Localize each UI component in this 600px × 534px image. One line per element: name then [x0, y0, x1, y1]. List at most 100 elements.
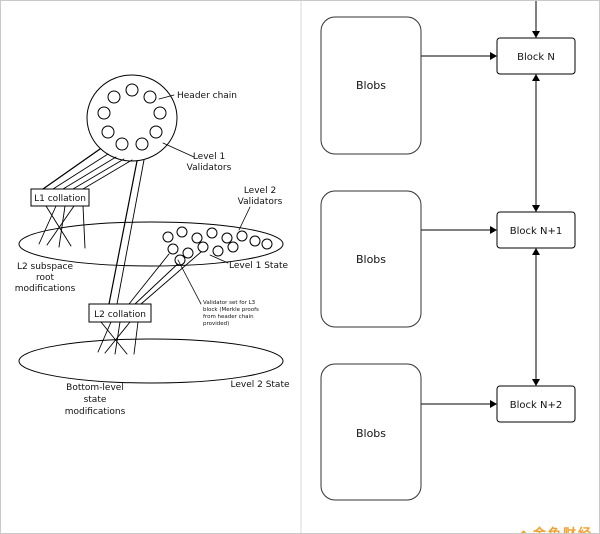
validator-node [212, 245, 224, 257]
arrowhead-right [490, 400, 497, 408]
hatch-line [97, 321, 112, 353]
validator-node [197, 241, 209, 253]
validator-node [125, 83, 139, 97]
l1-collation-box [30, 188, 90, 207]
validator-node [249, 235, 261, 247]
pointer-line [158, 94, 175, 100]
block-n-box [496, 37, 576, 75]
connector-line [62, 156, 117, 190]
validator-node [107, 90, 121, 104]
blob-box-3 [320, 363, 422, 501]
label-pointers [158, 94, 251, 305]
blob-label-1: Blobs [356, 79, 386, 92]
arrowhead-right [490, 226, 497, 234]
blob-to-block-arrows [421, 55, 490, 405]
blob-arrowheads [490, 52, 497, 408]
blob-box-1 [320, 16, 422, 155]
validator-node [227, 241, 239, 253]
validator-note-line2: block (Merkle proofs [203, 307, 259, 313]
hatch-line [46, 205, 75, 246]
validator-node [167, 243, 179, 255]
pointer-line [238, 206, 251, 231]
validator-node [135, 137, 149, 151]
block-n1-box [496, 211, 576, 249]
validator-node [115, 137, 129, 151]
validator-note-line3: from header chain [203, 314, 254, 320]
watermark-text: 金色财经 [533, 528, 593, 533]
hatch-line [82, 205, 86, 249]
connector-line [42, 148, 101, 190]
left-panel: Header chain Level 1 Validators L1 colla… [15, 74, 290, 417]
connector-line [82, 159, 133, 190]
connector-line [128, 253, 170, 305]
connector-line [116, 159, 145, 305]
header-to-l1-lines [42, 148, 133, 190]
validator-note-line4: provided) [203, 321, 229, 327]
blob-box-2 [320, 190, 422, 328]
validator-node [191, 232, 203, 244]
hatch-line [100, 321, 128, 355]
arrowhead-down [532, 205, 540, 212]
validator-node [174, 254, 186, 266]
arrowhead-down [532, 379, 540, 386]
connector-line [134, 256, 186, 305]
connector-line [140, 251, 202, 305]
arrowhead-down [532, 31, 540, 38]
validator-node [162, 231, 174, 243]
arrowhead-right [490, 52, 497, 60]
level2-validators-label-line2: Validators [238, 197, 283, 207]
hatch-line [38, 205, 57, 245]
validator-node [153, 106, 167, 120]
connector-line [72, 158, 125, 190]
hatch-line [58, 205, 66, 248]
validator-node [182, 247, 194, 259]
pointer-line [162, 142, 195, 158]
header-chain-nodes [97, 83, 167, 151]
header-chain-label: Header chain [177, 91, 237, 101]
bottom-level-label-line3: modifications [65, 407, 126, 417]
validator-node [206, 227, 218, 239]
level1-state-label: Level 1 State [229, 261, 288, 271]
block-n-label: Block N [517, 52, 555, 63]
watermark-icon: ◆ [520, 529, 529, 534]
blob-label-3: Blobs [356, 427, 386, 440]
connector-line [52, 153, 109, 190]
level2-state-ellipse [18, 338, 284, 384]
validators-to-l2-lines [128, 251, 202, 305]
hatch-line [104, 321, 131, 354]
header-to-l2-lines [108, 159, 145, 305]
block-n1-label: Block N+1 [510, 226, 562, 237]
hatch-line [133, 321, 139, 355]
validator-node [236, 230, 248, 242]
pointer-line [177, 259, 202, 305]
validator-node [97, 106, 111, 120]
block-n2-label: Block N+2 [510, 400, 562, 411]
validator-node [149, 125, 163, 139]
blob-label-2: Blobs [356, 253, 386, 266]
watermark: ◆ 金色财经 [520, 528, 593, 534]
l2-subspace-label-line2: root [36, 273, 55, 283]
validator-node [176, 226, 188, 238]
chain-arrowheads [532, 31, 540, 386]
level2-validator-nodes [162, 226, 273, 266]
validator-node [143, 90, 157, 104]
level2-state-label: Level 2 State [230, 380, 289, 390]
validator-note-line1: Validator set for L3 [203, 300, 256, 306]
validator-node [221, 232, 233, 244]
hatch-line [45, 205, 72, 247]
level1-validators-label-line2: Validators [187, 163, 232, 173]
l2-collation-box [88, 303, 152, 323]
bottom-level-label-line1: Bottom-level [66, 383, 124, 393]
right-panel: Blobs Blobs Blobs Block N Block N+1 Bloc… [320, 1, 576, 501]
arrowhead-up [532, 74, 540, 81]
arrowhead-up [532, 248, 540, 255]
bottom-level-label-line2: state [84, 395, 107, 405]
level2-validators-label-line1: Level 2 [244, 186, 276, 196]
connector-line [108, 160, 138, 305]
l2-collation-label: L2 collation [94, 310, 146, 320]
pointer-line [209, 254, 229, 264]
validator-node [101, 125, 115, 139]
l2-subspace-label-line3: modifications [15, 284, 76, 294]
l2-subspace-label-line1: L2 subspace [17, 262, 74, 272]
